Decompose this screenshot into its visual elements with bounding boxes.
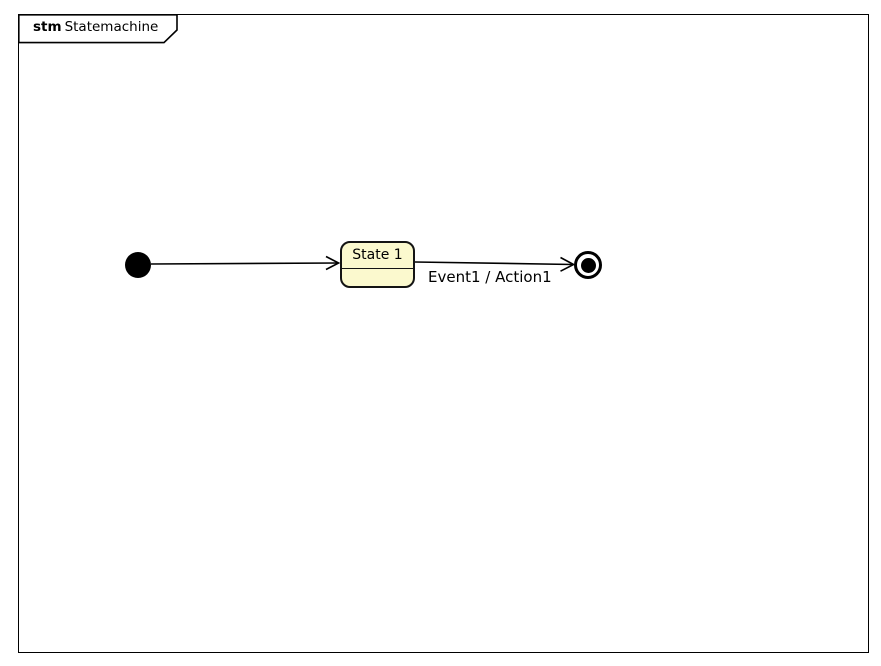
state-internal-compartment: [342, 269, 413, 286]
frame-tab-label: stm Statemachine: [18, 14, 168, 41]
frame-title: Statemachine: [64, 18, 159, 35]
transition-label: Event1 / Action1: [428, 268, 552, 286]
final-state-node[interactable]: [574, 251, 602, 279]
final-state-inner-dot: [580, 257, 596, 273]
state-name-label: State 1: [352, 247, 403, 264]
frame-keyword: stm: [33, 18, 62, 35]
frame-tab-shape: [18, 14, 178, 44]
frame-border: [18, 14, 869, 653]
transition-state1-to-final[interactable]: [414, 256, 576, 272]
frame-tab: [18, 14, 178, 44]
transition-initial-to-state1[interactable]: [150, 255, 341, 271]
state-node-state1[interactable]: State 1: [340, 241, 415, 288]
initial-state-node[interactable]: [125, 252, 151, 278]
state-compartment-divider: [342, 267, 413, 269]
